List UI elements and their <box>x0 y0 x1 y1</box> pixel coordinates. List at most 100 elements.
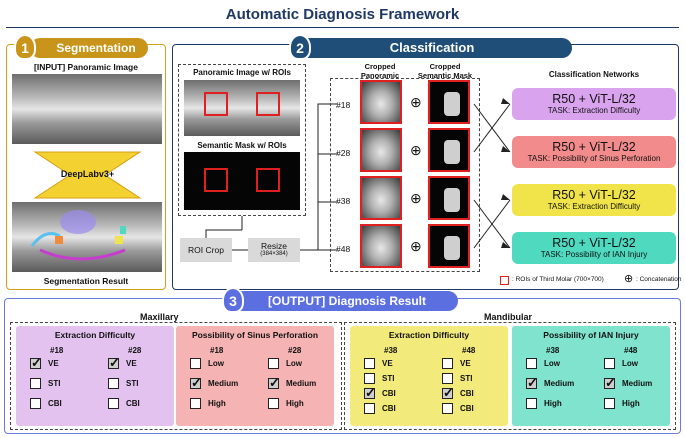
cropped-semantic-mask <box>428 80 470 124</box>
diagnosis-tooth-label: #38 <box>384 346 398 355</box>
cropped-semantic-mask <box>428 176 470 220</box>
diagnosis-option-label: Medium <box>286 379 317 388</box>
input-label: [INPUT] Panoramic Image <box>34 62 138 72</box>
checkbox <box>526 358 537 369</box>
cropped-panoramic-image <box>360 176 402 220</box>
input-panoramic-image <box>12 74 162 144</box>
tooth-label: #48 <box>336 244 351 254</box>
legend-roi-box <box>500 276 509 285</box>
diagnosis-option-label: STI <box>382 374 395 383</box>
network-model: R50 + ViT-L/32 <box>552 188 636 202</box>
concat-icon: ⊕ <box>410 94 422 110</box>
cropped-panoramic-image <box>360 128 402 172</box>
segmentation-badge: 1 <box>14 34 36 60</box>
diagnosis-option-label: VE <box>382 359 393 368</box>
maxillary-label: Maxillary <box>140 312 179 322</box>
diagnosis-option-label: Medium <box>544 379 575 388</box>
diagnosis-panel <box>512 326 670 426</box>
diagnosis-option-label: Low <box>208 359 224 368</box>
checkbox <box>604 398 615 409</box>
diagnosis-option-label: High <box>622 399 640 408</box>
segmentation-result-label: Segmentation Result <box>43 276 129 286</box>
crops-subpanel <box>330 78 480 272</box>
cropped-panoramic-image <box>360 80 402 124</box>
mask-roi-box-right <box>256 168 280 192</box>
col-networks: Classification Networks <box>548 70 640 79</box>
network-model: R50 + ViT-L/32 <box>552 236 636 250</box>
diagnosis-tooth-label: #18 <box>50 346 64 355</box>
roi-subpanel <box>178 64 306 216</box>
mask-tooth-shape <box>444 140 460 164</box>
diagnosis-tooth-label: #18 <box>210 346 224 355</box>
diagnosis-panel <box>16 326 174 426</box>
maxillary-group <box>10 322 342 430</box>
diagnosis-tooth-label: #28 <box>288 346 302 355</box>
checkbox <box>364 373 375 384</box>
diagnosis-option-label: CBI <box>460 389 474 398</box>
concat-icon: ⊕ <box>410 190 422 206</box>
resize-size: (384×384) <box>260 251 288 257</box>
diagnosis-panel <box>176 326 334 426</box>
cropped-semantic-mask <box>428 128 470 172</box>
checkbox-checked <box>526 375 538 391</box>
mask-roi-box-left <box>204 168 228 192</box>
cropped-panoramic-image <box>360 224 402 268</box>
network-task: TASK: Possibility of IAN Injury <box>540 250 648 259</box>
diagnosis-tooth-label: #28 <box>128 346 142 355</box>
diagnosis-option-label: High <box>286 399 304 408</box>
result-header: [OUTPUT] Diagnosis Result <box>226 291 458 311</box>
checkbox <box>364 403 375 414</box>
resize-label: Resize <box>261 241 287 251</box>
diagnosis-option-label: VE <box>48 359 59 368</box>
diagnosis-option-label: High <box>544 399 562 408</box>
diagnosis-option-label: VE <box>126 359 137 368</box>
diagnosis-option-label: VE <box>460 359 471 368</box>
checkbox <box>108 398 119 409</box>
classification-badge: 2 <box>289 34 311 60</box>
network-task: TASK: Possibility of Sinus Perforation <box>527 154 661 163</box>
mask-label: Semantic Mask w/ ROIs <box>197 141 287 150</box>
title-divider <box>6 27 679 28</box>
checkbox-checked <box>190 375 202 391</box>
diagnosis-option-label: STI <box>126 379 139 388</box>
network-task: TASK: Extraction Difficulty <box>547 106 641 115</box>
classification-header: Classification <box>292 38 572 58</box>
legend-concat-symbol: ⊕ <box>624 273 634 285</box>
checkbox <box>604 358 615 369</box>
checkbox <box>30 398 41 409</box>
diagnosis-option-label: CBI <box>382 404 396 413</box>
concat-icon: ⊕ <box>410 238 422 254</box>
checkbox-checked <box>364 385 376 401</box>
checkbox <box>364 358 375 369</box>
mandibular-label: Mandibular <box>484 312 533 322</box>
checkbox-checked <box>30 355 42 371</box>
diagnosis-option-label: Low <box>622 359 638 368</box>
tooth-label: #38 <box>336 196 351 206</box>
network-model: R50 + ViT-L/32 <box>552 92 636 106</box>
diagnosis-panel-title: Possibility of IAN Injury <box>543 330 639 340</box>
diagnosis-panel-title: Possibility of Sinus Perforation <box>191 330 319 340</box>
diagnosis-tooth-label: #38 <box>546 346 560 355</box>
concat-icon: ⊕ <box>410 142 422 158</box>
diagnosis-option-label: CBI <box>48 399 62 408</box>
mask-tooth-shape <box>444 92 460 116</box>
roi-box-left <box>204 92 228 116</box>
checkbox-checked <box>108 355 120 371</box>
diagnosis-option-label: CBI <box>126 399 140 408</box>
tooth-label: #18 <box>336 100 351 110</box>
roi-image-label: Panoramic Image w/ ROIs <box>193 68 291 77</box>
diagnosis-option-label: High <box>208 399 226 408</box>
diagnosis-option-label: Low <box>544 359 560 368</box>
checkbox-checked <box>604 375 616 391</box>
diagnosis-option-label: CBI <box>460 404 474 413</box>
diagnosis-option-label: Medium <box>208 379 239 388</box>
checkbox <box>526 398 537 409</box>
diagnosis-panel-title: Extraction Difficulty <box>388 330 470 340</box>
checkbox <box>30 378 41 389</box>
diagnosis-option-label: Low <box>286 359 302 368</box>
mandibular-group <box>344 322 676 430</box>
diagnosis-panel <box>350 326 508 426</box>
